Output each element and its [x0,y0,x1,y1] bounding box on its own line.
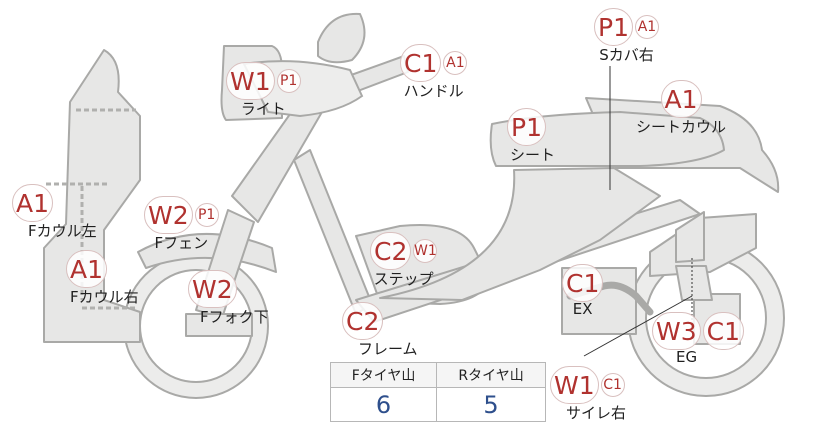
label-f-fork-lower: W2 Fフォク下 [188,270,269,327]
part-name: Fフォク下 [200,308,269,326]
damage-code: W1 [413,239,438,263]
damage-code: A1 [443,51,468,75]
damage-code: C2 [370,232,412,270]
label-step: C2 W1 ステップ [370,232,438,289]
label-seat-cowl: A1 シートカウル [636,80,726,137]
label-handle: C1 A1 ハンドル [400,44,468,101]
part-name: サイレ右 [566,404,627,422]
damage-code: C2 [342,302,384,340]
label-f-cowl-left: A1 Fカウル左 [12,184,97,241]
damage-code: W1 [550,366,599,404]
part-name: フレーム [358,340,418,358]
label-f-cowl-right: A1 Fカウル右 [66,250,139,307]
label-exhaust: C1 EX [562,264,604,318]
damage-code: C1 [702,312,744,350]
damage-code: P1 [276,69,301,93]
label-seat: P1 シート [498,108,555,165]
seat-shape [489,111,725,167]
damage-code: P1 [194,203,219,227]
label-frame: C2 フレーム [342,302,418,359]
part-name: シートカウル [636,118,727,136]
part-name: EX [572,300,593,318]
exhaust-pipe-shape [566,281,654,316]
frame-shape [293,149,373,315]
damage-code: C1 [562,264,604,302]
front-tire-value: 6 [329,387,438,422]
label-f-fender: W2 P1 Fフェン [144,196,219,253]
leader-side [583,295,693,357]
damage-code: A1 [634,15,659,39]
part-name: Sカバ右 [599,46,654,64]
part-name: Fカウル右 [70,288,139,306]
part-name: ハンドル [403,82,464,100]
label-s-cover-right: P1 A1 Sカバ右 [594,8,659,65]
label-engine: W3 C1 EG [652,312,744,366]
damage-code: W3 [652,312,701,350]
rear-tire-value: 5 [436,387,546,422]
damage-code: A1 [12,184,54,222]
damage-code: C1 [400,44,442,82]
part-name: Fカウル左 [28,222,97,240]
part-name: Fフェン [154,234,209,252]
damage-code: A1 [66,250,108,288]
damage-code: W1 [226,62,275,100]
part-name: ライト [240,100,286,118]
damage-code: W2 [188,270,237,308]
damage-code: P1 [507,108,546,146]
damage-code: C1 [600,373,625,397]
part-name: シート [510,146,556,164]
mirror-shape [317,12,366,64]
damage-code: W2 [144,196,193,234]
tire-tread-table: Fタイヤ山 Rタイヤ山 6 5 [329,362,546,422]
part-name: ステップ [373,270,434,288]
damage-code: P1 [594,8,633,46]
rear-tire-header: Rタイヤ山 [436,362,546,388]
label-side-right: W1 C1 サイレ右 [550,366,626,423]
part-name: EG [676,348,698,366]
front-tire-header: Fタイヤ山 [329,362,438,388]
damage-code: A1 [660,80,702,118]
label-light: W1 P1 ライト [226,62,301,119]
